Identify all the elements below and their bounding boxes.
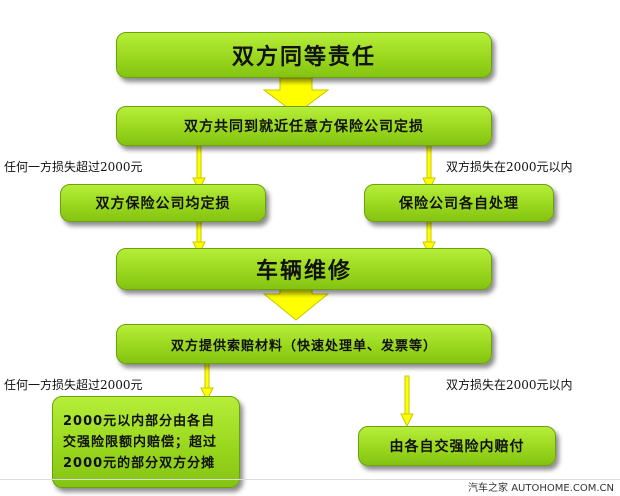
box-both-insurers-assess: 双方保险公司均定损 xyxy=(60,184,266,222)
label-over-2000-left-2: 任何一方损失超过2000元 xyxy=(4,378,143,392)
box-self-compulsory-pay: 由各自交强险内赔付 xyxy=(358,426,556,466)
thin-arrow-right-2-shaft xyxy=(426,219,432,245)
box-vehicle-repair: 车辆维修 xyxy=(116,248,492,290)
box-insurers-handle-separately: 保险公司各自处理 xyxy=(364,184,554,222)
box-split-compensation: 2000元以内部分由各自交强险限额内赔偿；超过2000元的部分双方分摊 xyxy=(52,396,240,488)
watermark-footer: 汽车之家 AUTOHOME.COM.CN xyxy=(468,483,614,494)
footer-divider xyxy=(0,479,620,480)
thin-arrow-right-3-shaft xyxy=(404,375,410,417)
thin-arrow-left-3-shaft xyxy=(204,359,210,391)
box-equal-liability: 双方同等责任 xyxy=(116,32,492,78)
thin-arrow-left-3-head xyxy=(200,387,214,402)
thin-arrow-left-1-shaft xyxy=(196,139,202,181)
label-within-2000-right-2: 双方损失在2000元以内 xyxy=(446,378,573,392)
thin-arrow-left-2-shaft xyxy=(196,219,202,245)
thin-arrow-right-3-head xyxy=(400,413,414,428)
block-arrow-1 xyxy=(262,77,330,115)
box-claim-materials: 双方提供索赔材料（快速处理单、发票等） xyxy=(116,324,492,364)
label-within-2000-right-1: 双方损失在2000元以内 xyxy=(446,160,573,174)
thin-arrow-right-1-shaft xyxy=(426,139,432,181)
box-joint-assess: 双方共同到就近任意方保险公司定损 xyxy=(116,106,492,146)
label-over-2000-left-1: 任何一方损失超过2000元 xyxy=(4,160,143,174)
